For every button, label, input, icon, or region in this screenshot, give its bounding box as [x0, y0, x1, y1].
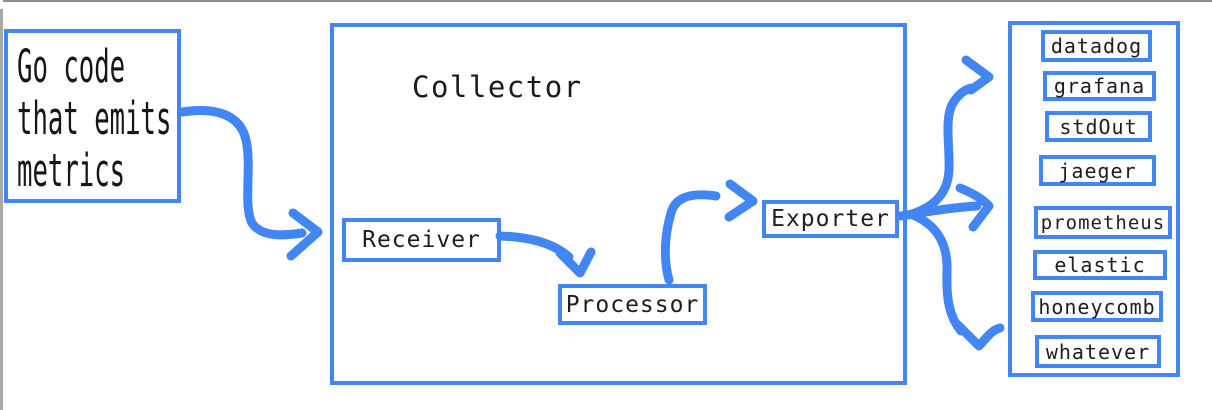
processor-label: Processor: [565, 291, 700, 318]
processor-box: Processor: [558, 284, 707, 325]
exporter-box: Exporter: [762, 200, 899, 238]
receiver-box: Receiver: [342, 218, 501, 262]
destination-datadog: datadog: [1041, 30, 1152, 62]
source-text-line-1: Go code: [17, 40, 126, 93]
destination-whatever: whatever: [1035, 335, 1161, 368]
arrow-exporter-fanout-icon: [896, 55, 1005, 351]
destination-label: grafana: [1053, 74, 1146, 98]
destination-grafana: grafana: [1043, 71, 1156, 101]
exporter-label: Exporter: [771, 206, 890, 232]
destination-elastic: elastic: [1033, 250, 1167, 280]
source-box: Go code that emits metrics: [4, 29, 181, 203]
source-text-line-2: that emits: [17, 92, 172, 145]
destination-label: whatever: [1045, 339, 1151, 364]
destination-stdout: stdOut: [1045, 111, 1152, 142]
destination-prometheus: prometheus: [1034, 206, 1172, 239]
destination-label: stdOut: [1059, 114, 1138, 139]
receiver-label: Receiver: [362, 227, 481, 253]
destination-label: datadog: [1050, 34, 1143, 58]
destination-honeycomb: honeycomb: [1031, 291, 1163, 322]
collector-title: Collector: [412, 70, 583, 104]
destination-label: elastic: [1054, 253, 1146, 277]
destination-jaeger: jaeger: [1039, 155, 1156, 186]
canvas-edge-left: [0, 9, 3, 410]
source-text-line-3: metrics: [17, 144, 126, 197]
arrow-source-to-receiver-icon: [177, 105, 323, 261]
destination-label: honeycomb: [1038, 294, 1156, 319]
destination-label: prometheus: [1040, 211, 1166, 234]
destination-label: jaeger: [1058, 158, 1137, 183]
canvas-edge-top: [3, 0, 1212, 2]
